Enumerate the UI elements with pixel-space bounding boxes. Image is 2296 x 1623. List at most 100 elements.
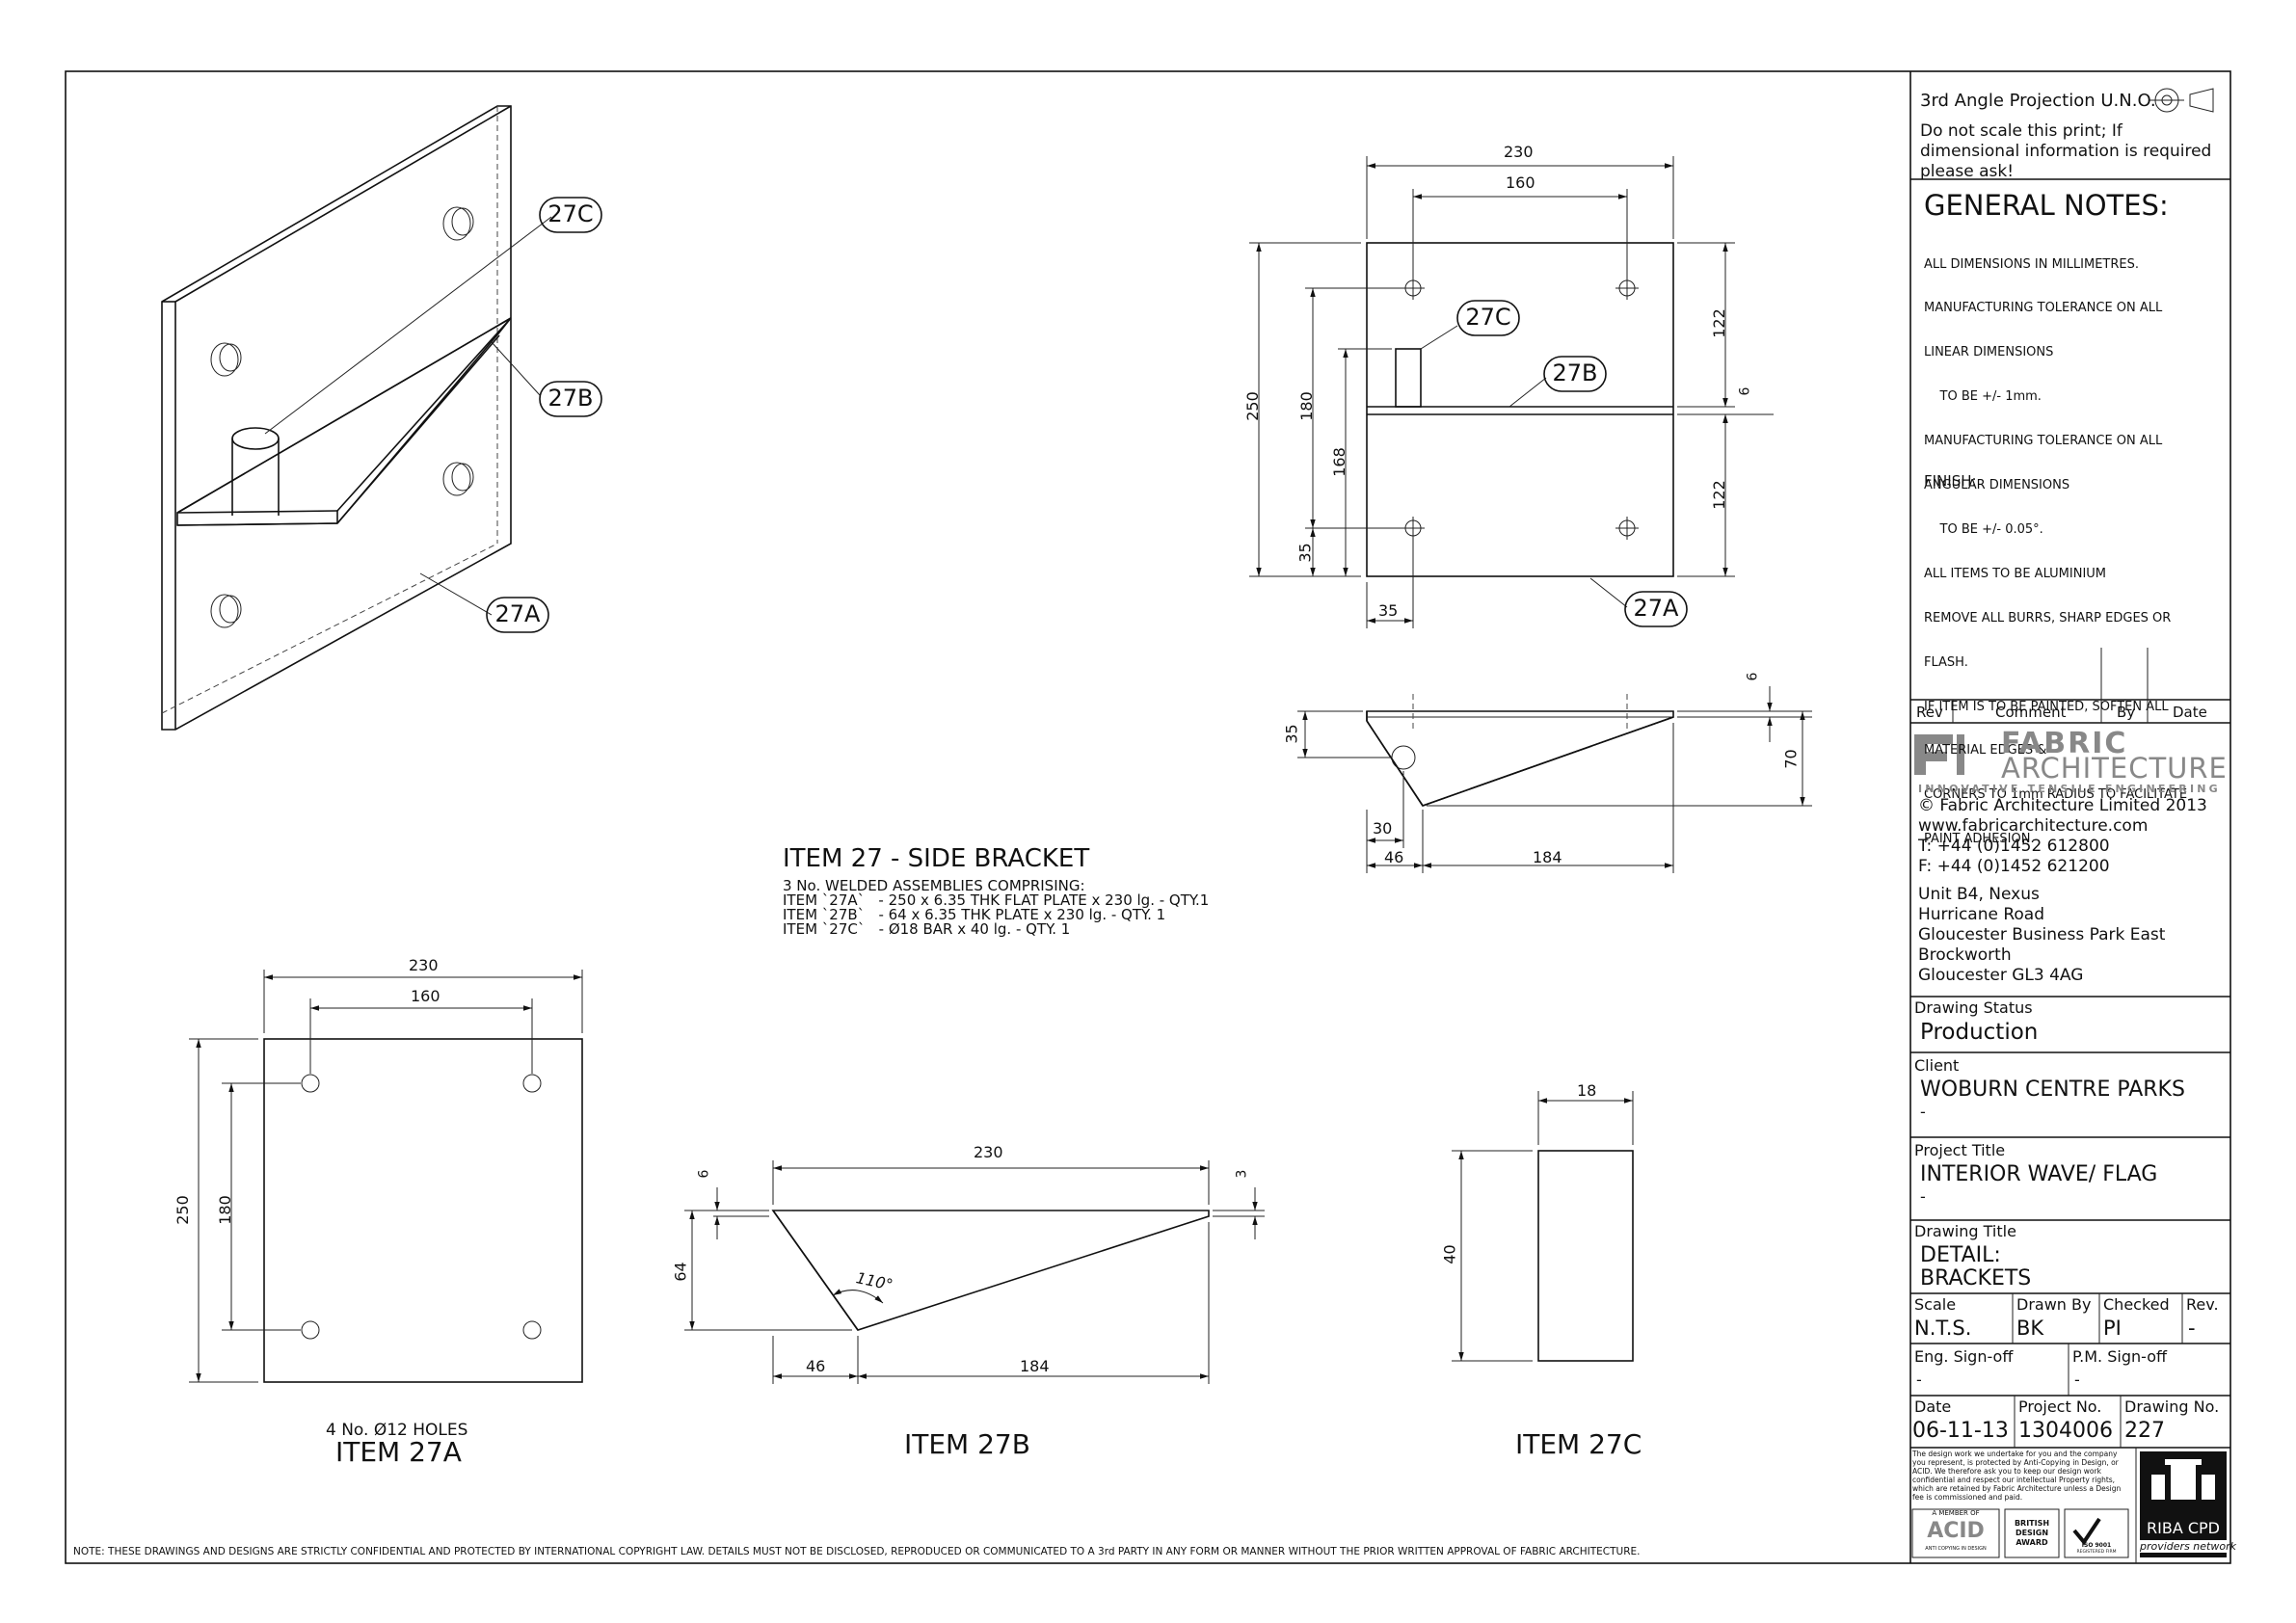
company-detail-line: www.fabricarchitecture.com	[1918, 816, 2149, 836]
bda-line: DESIGN	[2015, 1529, 2049, 1537]
dim-side-46: 46	[1384, 848, 1404, 866]
date-label: Date	[1914, 1397, 1952, 1416]
bda-text: BRITISH DESIGN AWARD	[2007, 1519, 2057, 1548]
dim-front-160: 160	[1506, 173, 1535, 192]
project-no-label: Project No.	[2018, 1397, 2102, 1416]
scale-note: Do not scale this print; If dimensional …	[1920, 121, 2212, 181]
drawing-no-label: Drawing No.	[2124, 1397, 2220, 1416]
drawing-title-2: BRACKETS	[1920, 1266, 2032, 1290]
item-27a-label: ITEM 27A	[335, 1436, 462, 1468]
bda-logo	[2004, 1508, 2060, 1558]
fabric-logo-icon	[1914, 734, 1964, 775]
riba-text: RIBA CPD	[2147, 1519, 2220, 1537]
checked-value: PI	[2103, 1317, 2122, 1340]
general-notes-heading: GENERAL NOTES:	[1924, 189, 2169, 222]
check-icon	[2072, 1517, 2101, 1546]
copyright-small: The design work we undertake for you and…	[1912, 1450, 2122, 1502]
confidentiality-note: NOTE: THESE DRAWINGS AND DESIGNS ARE STR…	[73, 1546, 1641, 1557]
iso-logo	[2064, 1508, 2129, 1558]
dim-27c-40: 40	[1440, 1244, 1459, 1264]
dim-27c-18: 18	[1577, 1081, 1597, 1100]
scale-value: N.T.S.	[1914, 1317, 1972, 1340]
dim-front-6: 6	[1737, 386, 1753, 396]
callout-27a-label-front: 27A	[1633, 595, 1679, 622]
acid-top-text: A MEMBER OF	[1932, 1509, 1980, 1517]
address-line: Gloucester Business Park East	[1918, 925, 2166, 945]
company-name-1: FABRIC	[2001, 727, 2128, 760]
rev-label: Rev.	[2186, 1295, 2219, 1314]
riba-crest-icon	[2151, 1459, 2215, 1500]
general-note-line: ANGULAR DIMENSIONS	[1924, 478, 2070, 493]
general-note-line: TO BE +/- 0.05°.	[1924, 521, 2043, 537]
dim-27a-250: 250	[173, 1195, 192, 1225]
callout-27a-label-iso: 27A	[494, 600, 541, 627]
dim-front-122-top: 122	[1709, 308, 1728, 338]
dim-27b-184: 184	[1020, 1357, 1050, 1375]
general-note-line: IF ITEM IS TO BE PAINTED, SOFTEN ALL	[1924, 699, 2169, 714]
item-heading-line: ITEM `27C` - Ø18 BAR x 40 lg. - QTY. 1	[783, 920, 1071, 938]
callout-27c-iso	[539, 197, 602, 233]
item-heading-line: ITEM `27A` - 250 x 6.35 THK FLAT PLATE x…	[783, 891, 1210, 909]
general-note-line: MATERIAL EDGES &	[1924, 743, 2047, 758]
general-note-line: ALL ITEMS TO BE ALUMINIUM	[1924, 566, 2107, 581]
item-27a-holes-note: 4 No. Ø12 HOLES	[326, 1421, 468, 1440]
dim-27a-180: 180	[215, 1195, 234, 1225]
eng-signoff-value: -	[1916, 1370, 1922, 1389]
acid-logo	[1911, 1508, 2000, 1558]
dim-side-35: 35	[1282, 724, 1301, 744]
general-notes: ALL DIMENSIONS IN MILLIMETRES. MANUFACTU…	[1924, 227, 2187, 862]
callout-27a-iso	[486, 597, 549, 633]
date-header: Date	[2173, 704, 2207, 721]
address-line: Unit B4, Nexus	[1918, 885, 2040, 904]
dim-side-30: 30	[1373, 819, 1393, 838]
address-line: Gloucester GL3 4AG	[1918, 966, 2084, 985]
general-note-line: CORNERS TO 1mm RADIUS TO FACILITATE	[1924, 787, 2188, 803]
callout-27c-label-front: 27C	[1465, 304, 1511, 331]
client-sub: -	[1920, 1103, 1926, 1121]
general-note-line: MANUFACTURING TOLERANCE ON ALL	[1924, 434, 2163, 449]
callout-27b-label-front: 27B	[1552, 359, 1598, 386]
general-note-line: PAINT ADHESION.	[1924, 832, 2035, 847]
comment-header: Comment	[1995, 704, 2067, 721]
isometric-view	[161, 105, 552, 731]
general-note-line: LINEAR DIMENSIONS	[1924, 345, 2054, 360]
callout-27a-front	[1624, 591, 1688, 627]
dim-front-35v: 35	[1295, 543, 1315, 563]
scale-label: Scale	[1914, 1295, 1957, 1314]
company-detail-line: F: +44 (0)1452 621200	[1918, 857, 2110, 876]
dim-front-250: 250	[1242, 391, 1262, 421]
dim-front-122-bot: 122	[1709, 480, 1728, 510]
item-heading-line: ITEM `27B` - 64 x 6.35 THK PLATE x 230 l…	[783, 906, 1166, 923]
dim-side-184: 184	[1533, 848, 1562, 866]
project-title-label: Project Title	[1914, 1141, 2006, 1159]
dim-27a-230: 230	[409, 956, 439, 974]
dim-front-168: 168	[1329, 447, 1348, 477]
company-address: Unit B4, Nexus Hurricane Road Gloucester…	[1918, 885, 2165, 986]
callout-27c-front	[1456, 300, 1520, 336]
rev-header: Rev	[1916, 704, 1943, 721]
item-27b-view	[684, 1160, 1265, 1384]
rev-value: -	[2188, 1317, 2196, 1340]
checked-label: Checked	[2103, 1295, 2170, 1314]
address-line: Hurricane Road	[1918, 905, 2045, 924]
company-tagline: INNOVATIVE TENSILE ENGINEERING	[1918, 783, 2221, 795]
acid-bottom-text: ANTI COPYING IN DESIGN	[1925, 1546, 1987, 1552]
date-value: 06-11-13	[1912, 1419, 2009, 1443]
finish-label: FINISH:	[1924, 472, 1977, 490]
drawing-title-1: DETAIL:	[1920, 1243, 2001, 1267]
project-title: INTERIOR WAVE/ FLAG	[1920, 1162, 2158, 1186]
front-view	[1249, 156, 1774, 628]
drawing-title-label: Drawing Title	[1914, 1222, 2016, 1240]
project-title-sub: -	[1920, 1187, 1926, 1206]
drawn-by-label: Drawn By	[2016, 1295, 2092, 1314]
item-27b-label: ITEM 27B	[904, 1428, 1030, 1460]
company-name-2: ARCHITECTURE	[2001, 752, 2228, 785]
drawing-status: Production	[1920, 1020, 2039, 1045]
company-detail-line: © Fabric Architecture Limited 2013	[1918, 796, 2207, 815]
pm-signoff-label: P.M. Sign-off	[2072, 1347, 2167, 1366]
dim-27b-64: 64	[671, 1262, 690, 1282]
item-27a-view	[189, 970, 583, 1383]
drawing-status-label: Drawing Status	[1914, 998, 2033, 1017]
company-detail-line: T: +44 (0)1452 612800	[1918, 837, 2110, 856]
dim-side-6: 6	[1745, 672, 1761, 681]
